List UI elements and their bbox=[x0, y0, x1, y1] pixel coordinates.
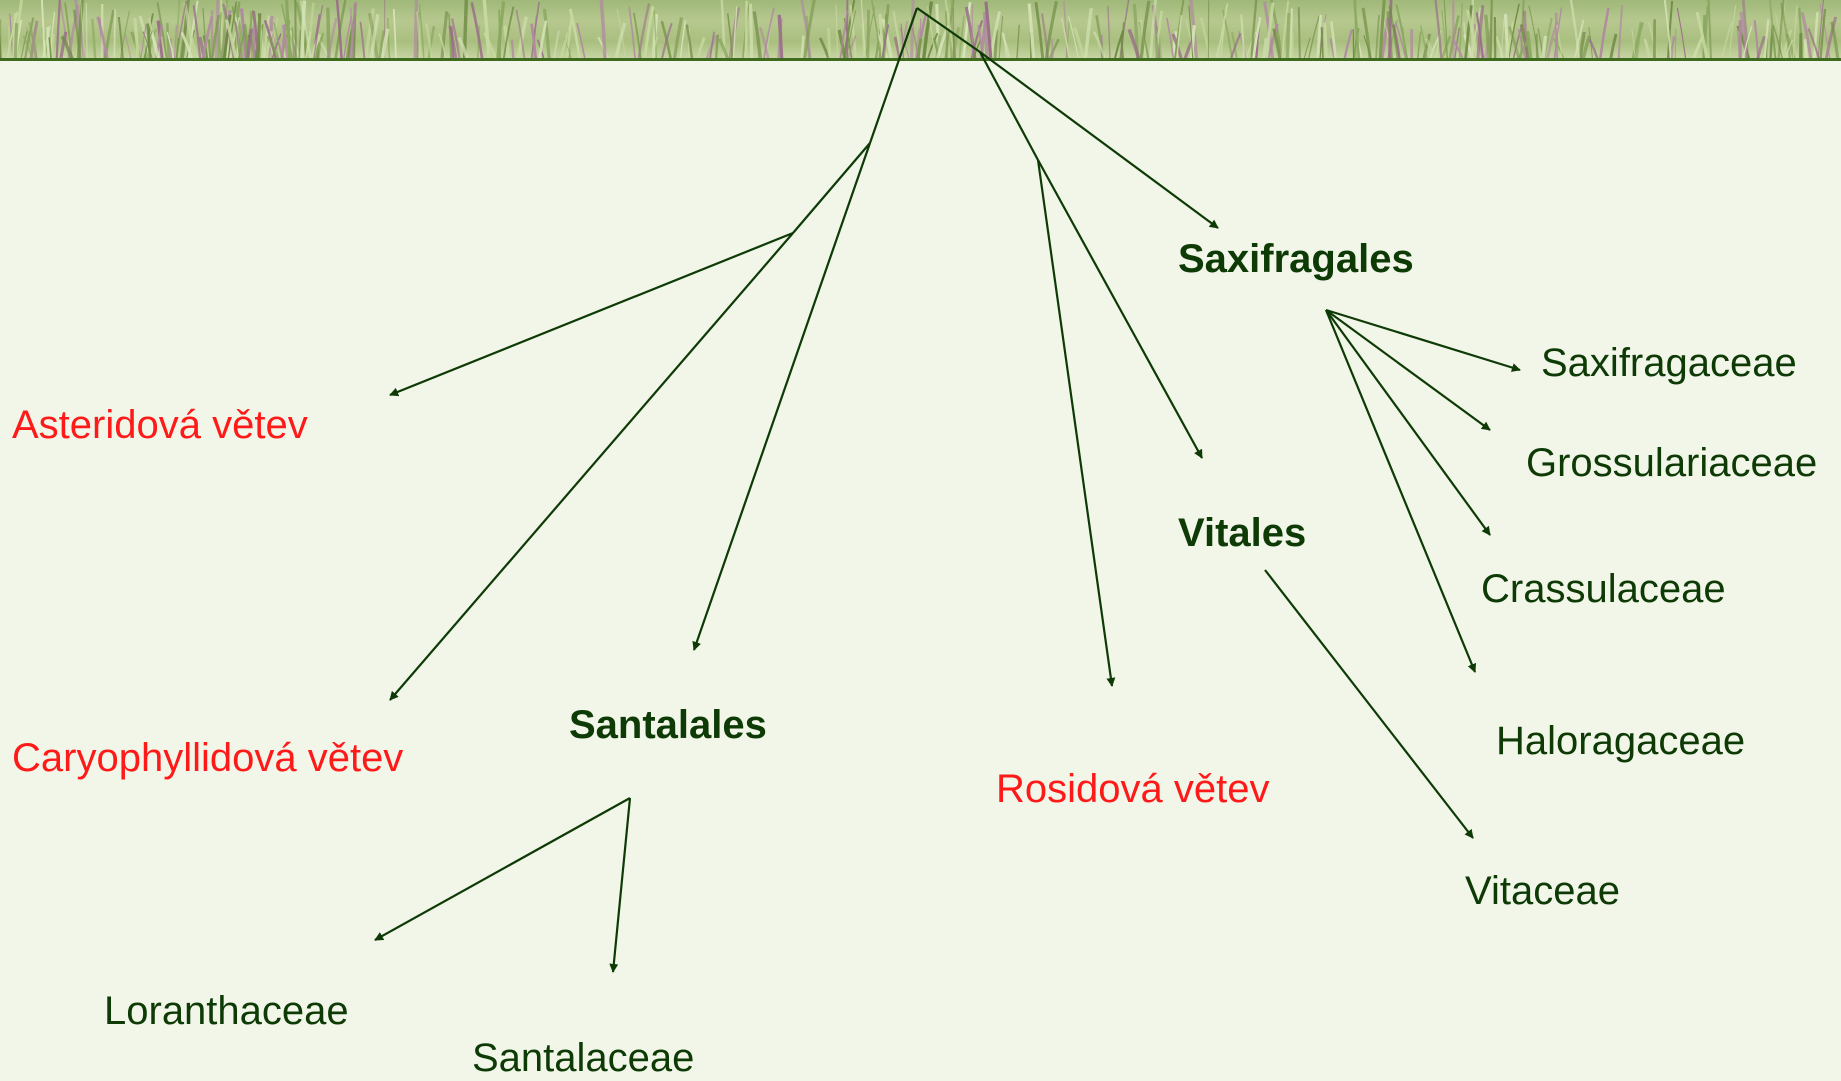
edge-to-saxifragaceae bbox=[1325, 308, 1521, 372]
edge-to-haloragaceae bbox=[1324, 309, 1477, 673]
edge-to-vitales bbox=[1037, 159, 1203, 459]
santalaceae-family-label: Santalaceae bbox=[472, 1036, 695, 1080]
banner-divider bbox=[0, 58, 1841, 61]
crassulaceae-family-label: Crassulaceae bbox=[1481, 567, 1726, 611]
saxifragaceae-family-label: Saxifragaceae bbox=[1541, 341, 1797, 385]
grossulariaceae-family-label: Grossulariaceae bbox=[1526, 441, 1818, 485]
edge-to-santalales bbox=[692, 142, 872, 651]
edge-to-loranthaceae bbox=[374, 797, 631, 941]
edge-to-asterid bbox=[389, 231, 794, 397]
caryophyllid-branch-label: Caryophyllidová větev bbox=[12, 736, 404, 780]
edge-to-grossulariaceae bbox=[1325, 309, 1491, 431]
rosid-branch-label: Rosidová větev bbox=[996, 767, 1270, 811]
edge-to-crassulaceae bbox=[1325, 309, 1491, 536]
edge-to-santalaceae bbox=[609, 797, 632, 973]
edge-internal-right bbox=[979, 51, 1039, 161]
edge-to-caryophyllid bbox=[389, 232, 794, 701]
asterid-branch-label: Asteridová větev bbox=[12, 403, 308, 447]
edge-to-vitaceae bbox=[1264, 569, 1474, 839]
haloragaceae-family-label: Haloragaceae bbox=[1496, 719, 1746, 763]
edge-to-rosid bbox=[1036, 159, 1116, 687]
edge-to-saxifragales bbox=[979, 51, 1219, 229]
saxifragales-order-label: Saxifragales bbox=[1178, 237, 1414, 281]
loranthaceae-family-label: Loranthaceae bbox=[104, 989, 349, 1033]
santalales-order-label: Santalales bbox=[569, 703, 767, 747]
vitales-order-label: Vitales bbox=[1178, 511, 1307, 555]
vitaceae-family-label: Vitaceae bbox=[1465, 869, 1620, 913]
root-edge-right bbox=[916, 7, 981, 53]
edge-internal-left bbox=[792, 142, 871, 234]
root-edge-left bbox=[868, 7, 919, 144]
